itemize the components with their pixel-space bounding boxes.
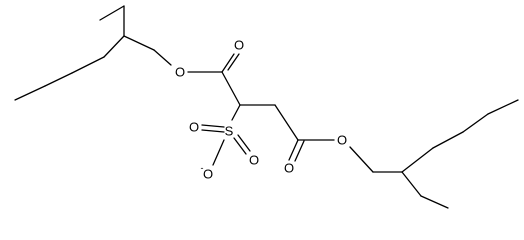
bond <box>349 146 374 173</box>
molecule-skeleton: O O O S O O - O O <box>14 5 519 209</box>
bond <box>201 129 225 133</box>
bond <box>221 53 235 73</box>
bond <box>401 171 422 197</box>
bond <box>462 113 489 133</box>
bond <box>221 71 241 106</box>
atom-ester-oxygen-right: O <box>337 133 347 148</box>
anion-charge-label: - <box>201 163 204 173</box>
bond <box>288 139 299 161</box>
atom-carbonyl-oxygen-left: O <box>234 38 244 53</box>
atom-sulfonate-oxygen-anion: O <box>203 167 213 182</box>
bond <box>44 72 73 87</box>
bond <box>227 53 240 71</box>
bond <box>212 139 225 166</box>
atom-sulfonate-oxygen-right: O <box>249 153 259 168</box>
bond <box>103 35 125 58</box>
bond <box>231 104 241 121</box>
bond <box>274 104 299 141</box>
bond <box>233 137 247 155</box>
bond <box>123 35 155 51</box>
bond <box>294 140 305 162</box>
bond <box>420 195 449 209</box>
bond <box>201 124 225 128</box>
atom-ester-oxygen-left: O <box>175 65 185 80</box>
bond <box>71 56 105 74</box>
bond <box>487 99 519 115</box>
bond <box>401 147 434 173</box>
bond <box>14 85 46 101</box>
atom-sulfonate-oxygen-top: O <box>189 120 199 135</box>
atom-carbonyl-oxygen-right: O <box>284 161 294 176</box>
atom-sulfur: S <box>225 124 234 139</box>
bond <box>432 131 464 149</box>
bond <box>153 49 172 66</box>
bond <box>99 5 125 21</box>
structure-diagram: O O O S O O - O O <box>14 5 519 209</box>
bond <box>237 134 251 152</box>
